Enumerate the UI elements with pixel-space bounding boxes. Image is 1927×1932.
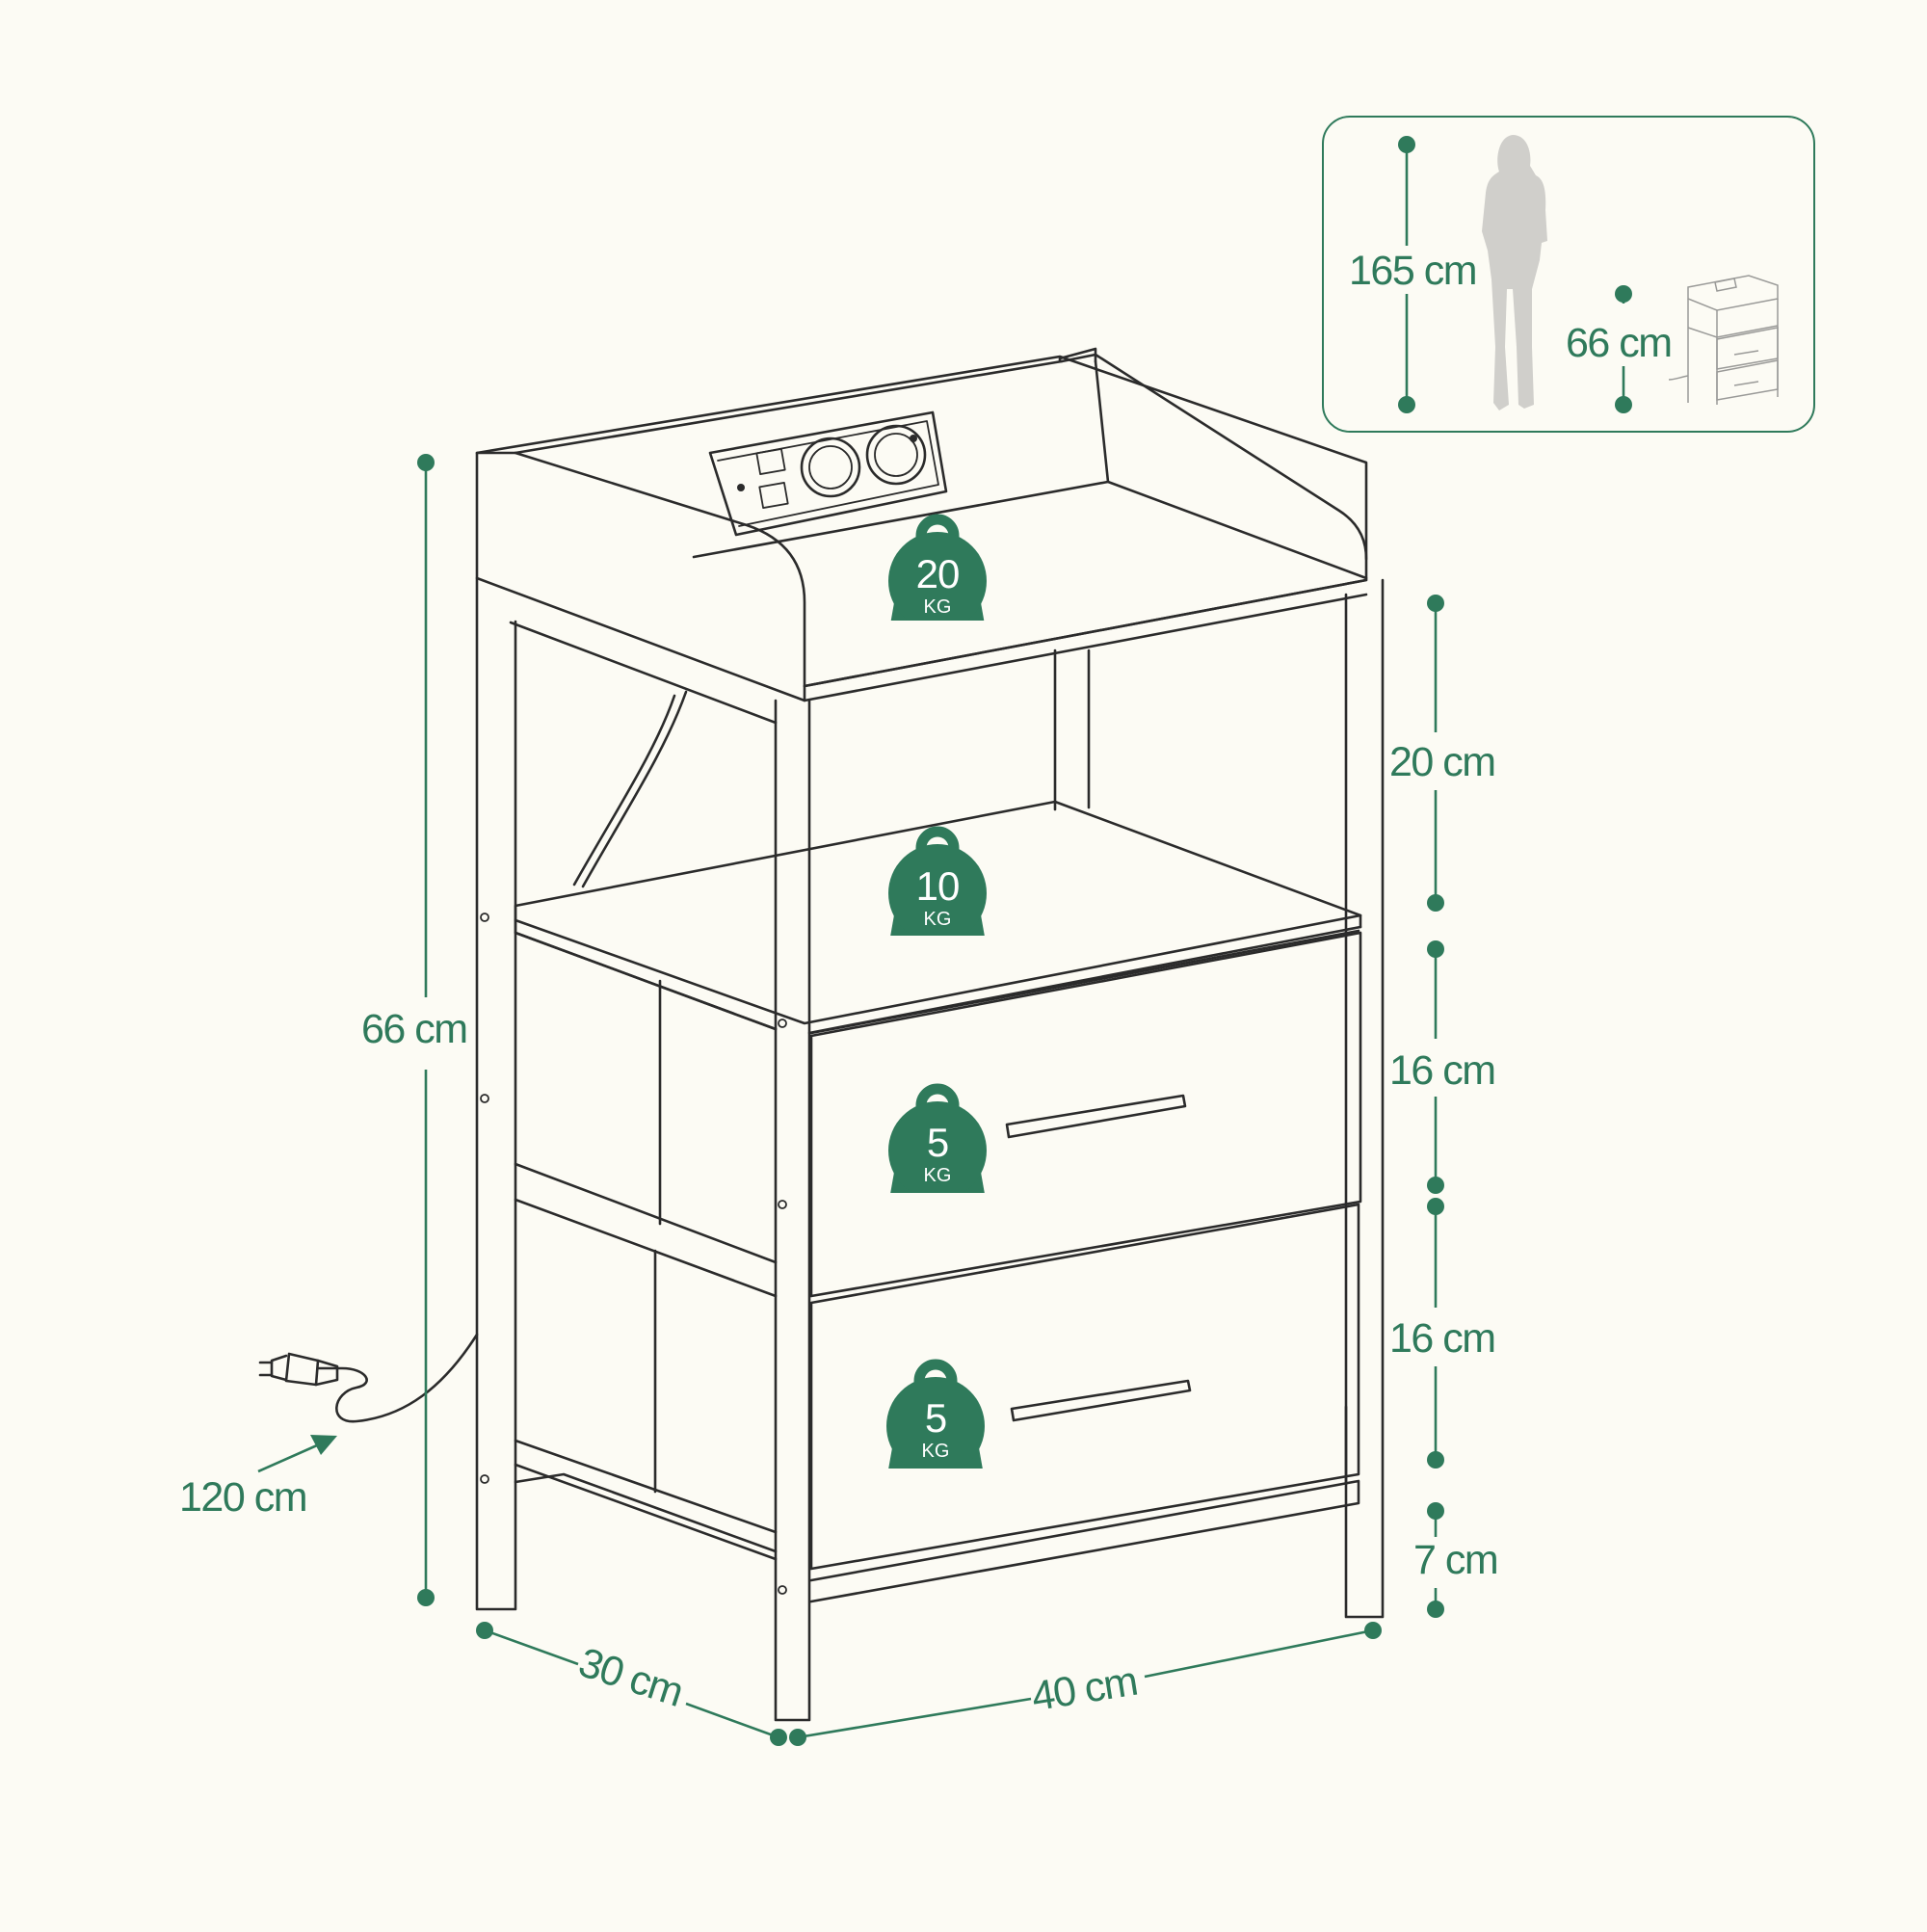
front-left-leg — [774, 699, 811, 1722]
charging-station — [708, 410, 948, 537]
back-right-leg — [1053, 648, 1091, 811]
upper-drawer — [809, 931, 1362, 1298]
upper-drawer-handle — [1005, 1094, 1187, 1139]
dimension-lines — [257, 454, 1444, 1746]
usb-port-icon — [758, 482, 789, 509]
back-left-leg — [475, 576, 517, 1611]
power-cable — [581, 690, 688, 888]
weight-value: 5 — [925, 1395, 946, 1441]
table-height-label: 66 cm — [1566, 320, 1672, 366]
scale-comparison-inset: 165 cm 66 cm — [1322, 116, 1815, 433]
person-silhouette — [1482, 135, 1547, 410]
usb-port-icon — [755, 448, 786, 475]
weight-unit: KG — [922, 1441, 950, 1462]
lower-drawer — [809, 1203, 1360, 1571]
weight-badge-top: 20 KG — [886, 514, 989, 632]
weight-badge-upper-drawer: 5 KG — [886, 1083, 989, 1204]
width-label: 40 cm — [1028, 1658, 1140, 1721]
weight-value: 20 — [916, 551, 960, 596]
lower-drawer-handle — [1010, 1379, 1192, 1422]
outlet-icon — [800, 437, 861, 498]
weight-unit: KG — [924, 1165, 952, 1186]
floor-clearance-label: 7 cm — [1413, 1537, 1497, 1583]
person-height-label: 165 cm — [1349, 248, 1476, 294]
weight-value: 5 — [927, 1120, 948, 1165]
weight-value: 10 — [916, 863, 960, 909]
top-gap-label: 20 cm — [1389, 739, 1495, 785]
weight-badge-shelf: 10 KG — [886, 826, 989, 947]
depth-label: 30 cm — [573, 1639, 688, 1716]
nightstand-drawing — [475, 347, 1385, 1722]
weight-badge-lower-drawer: 5 KG — [884, 1359, 987, 1480]
upper-drawer-height-label: 16 cm — [1389, 1047, 1495, 1094]
front-right-leg — [1344, 578, 1385, 1619]
power-plug-icon — [258, 1333, 479, 1423]
weight-unit: KG — [924, 909, 952, 930]
mini-nightstand-icon — [1668, 275, 1779, 405]
outlet-icon — [865, 424, 927, 486]
cable-length-label: 120 cm — [179, 1474, 306, 1521]
lower-drawer-height-label: 16 cm — [1389, 1315, 1495, 1362]
arrow-icon — [310, 1435, 337, 1455]
weight-unit: KG — [924, 596, 952, 618]
middle-shelf — [514, 800, 1362, 1025]
height-label: 66 cm — [361, 1006, 467, 1052]
